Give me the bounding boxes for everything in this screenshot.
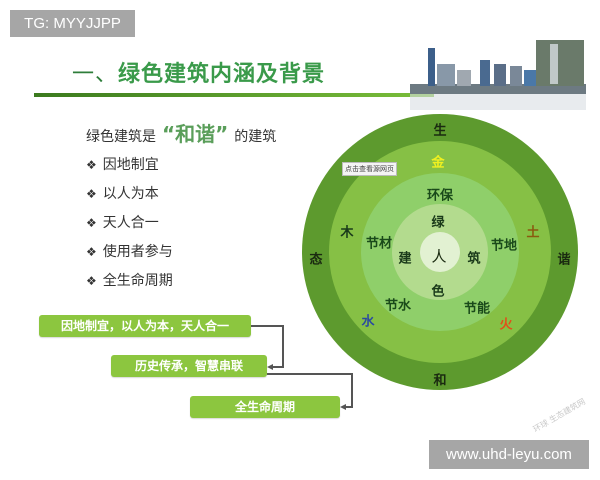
page-title: 一、绿色建筑内涵及背景 xyxy=(72,56,325,88)
list-item: ❖ 使用者参与 xyxy=(86,237,173,266)
view-source-tooltip[interactable]: 点击查看源网页 xyxy=(342,162,397,176)
title-underline xyxy=(34,93,434,97)
label-se: 色 xyxy=(431,284,445,300)
label-tai: 态 xyxy=(309,252,323,268)
tg-badge: TG: MYYJJPP xyxy=(10,10,135,37)
label-jian: 建 xyxy=(398,251,412,267)
label-zhu: 筑 xyxy=(467,251,481,267)
label-jiecai: 节材 xyxy=(365,236,393,252)
flow-box-3: 全生命周期 xyxy=(190,396,340,418)
list-item-text: 全生命周期 xyxy=(102,272,173,289)
label-water: 水 xyxy=(361,314,375,330)
diamond-bullet-icon: ❖ xyxy=(86,215,97,230)
diamond-bullet-icon: ❖ xyxy=(86,273,97,288)
flow-box-1: 因地制宜，以人为本，天人合一 xyxy=(39,315,251,337)
diamond-bullet-icon: ❖ xyxy=(86,157,97,172)
label-ren: 人 xyxy=(431,247,447,266)
label-huanbao: 环保 xyxy=(426,188,454,204)
list-item: ❖ 以人为本 xyxy=(86,179,173,208)
principle-list: ❖ 因地制宜 ❖ 以人为本 ❖ 天人合一 ❖ 使用者参与 ❖ 全生命周期 xyxy=(86,150,173,295)
ring-center xyxy=(420,232,460,272)
intro-highlight: “和谐” xyxy=(162,122,229,146)
label-jiedi: 节地 xyxy=(490,238,518,254)
flow-box-2: 历史传承，智慧串联 xyxy=(111,355,267,377)
city-skyline-image xyxy=(410,40,586,110)
list-item-text: 因地制宜 xyxy=(102,156,159,173)
list-item: ❖ 天人合一 xyxy=(86,208,173,237)
label-lv: 绿 xyxy=(431,215,445,231)
label-jieneng: 节能 xyxy=(463,301,491,317)
label-xie: 谐 xyxy=(557,252,571,268)
label-wood: 木 xyxy=(340,225,354,241)
label-fire: 火 xyxy=(499,317,513,333)
list-item-text: 以人为本 xyxy=(102,185,159,202)
label-earth: 土 xyxy=(526,225,540,241)
label-jieshui: 节水 xyxy=(384,298,412,314)
list-item: ❖ 全生命周期 xyxy=(86,266,173,295)
intro-line: 绿色建筑是 “和谐” 的建筑 xyxy=(86,118,276,147)
diamond-bullet-icon: ❖ xyxy=(86,244,97,259)
watermark-url: www.uhd-leyu.com xyxy=(429,440,589,469)
title-text: 绿色建筑内涵及背景 xyxy=(118,62,326,87)
intro-suffix: 的建筑 xyxy=(234,129,277,145)
label-metal: 金 xyxy=(431,155,445,171)
title-number: 一、 xyxy=(72,62,119,87)
label-sheng: 生 xyxy=(433,123,447,139)
list-item-text: 天人合一 xyxy=(102,214,159,231)
list-item: ❖ 因地制宜 xyxy=(86,150,173,179)
intro-prefix: 绿色建筑是 xyxy=(86,129,156,145)
diamond-bullet-icon: ❖ xyxy=(86,186,97,201)
list-item-text: 使用者参与 xyxy=(102,243,173,260)
label-he: 和 xyxy=(433,373,447,389)
